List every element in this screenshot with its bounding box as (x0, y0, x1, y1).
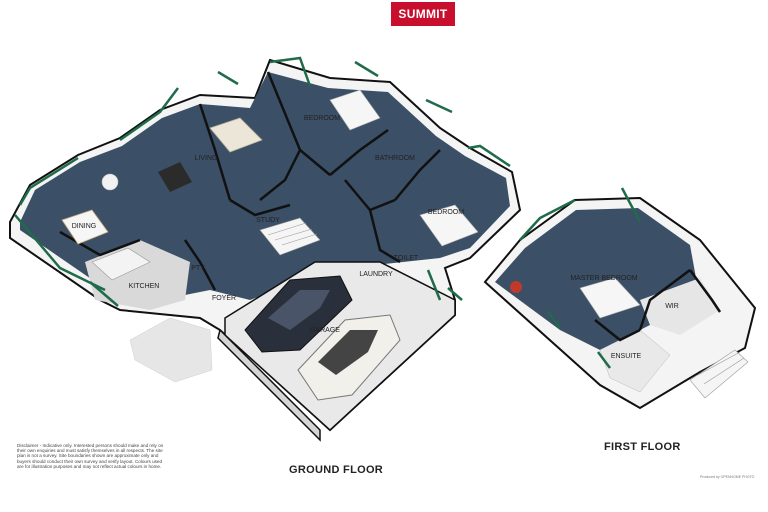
label-laundry: LAUNDRY (359, 271, 393, 278)
first-floor-windows (519, 187, 642, 369)
garage-car-dark (244, 275, 353, 353)
ground-floor-plan: DINING LIVING BEDROOM BATHROOM BEDROOM S… (9, 56, 522, 442)
garage-door (217, 328, 321, 442)
living-sofa (209, 117, 263, 153)
staircase (259, 217, 321, 256)
label-bathroom: BATHROOM (375, 155, 415, 162)
bedroom-bed-1 (329, 89, 381, 131)
porch-tiles (129, 317, 213, 383)
label-dining: DINING (72, 223, 97, 230)
label-living: LIVING (195, 155, 218, 162)
label-garage: GARAGE (310, 327, 340, 334)
master-armchair (510, 281, 522, 293)
ground-floor-title: GROUND FLOOR (289, 464, 384, 476)
label-wir: WIR (665, 303, 679, 310)
label-foyer: FOYER (212, 295, 236, 302)
disclaimer-text: Disclaimer - Indicative only. Interested… (17, 443, 164, 469)
garage-car-light (297, 314, 401, 401)
summit-logo: SUMMIT (391, 2, 455, 26)
kitchen-bench (91, 247, 151, 281)
first-floor-title: FIRST FLOOR (604, 441, 681, 453)
first-floor-internal-walls (594, 269, 722, 342)
label-kitchen: KITCHEN (129, 283, 160, 290)
label-bedroom-1: BEDROOM (304, 115, 340, 122)
wir-floor (640, 278, 720, 335)
living-tv-unit (158, 162, 192, 192)
internal-walls (59, 71, 441, 291)
label-master-bedroom: MASTER BEDROOM (570, 275, 637, 282)
dining-table (61, 209, 109, 245)
label-pantry: PTY (191, 265, 205, 272)
photo-credit: Produced by OPENHOME PHOTO (700, 475, 755, 479)
first-floor-staircase (689, 349, 749, 399)
first-floor-plan: MASTER BEDROOM WIR ENSUITE (483, 187, 757, 410)
ground-floor-windows (14, 56, 511, 307)
living-armchair (101, 173, 119, 191)
label-bedroom-2: BEDROOM (428, 209, 464, 216)
label-ensuite: ENSUITE (611, 353, 642, 360)
label-toilet: TOILET (394, 255, 419, 262)
bedroom-bed-2 (419, 204, 479, 247)
master-bed (579, 277, 641, 319)
label-study: STUDY (256, 217, 280, 224)
